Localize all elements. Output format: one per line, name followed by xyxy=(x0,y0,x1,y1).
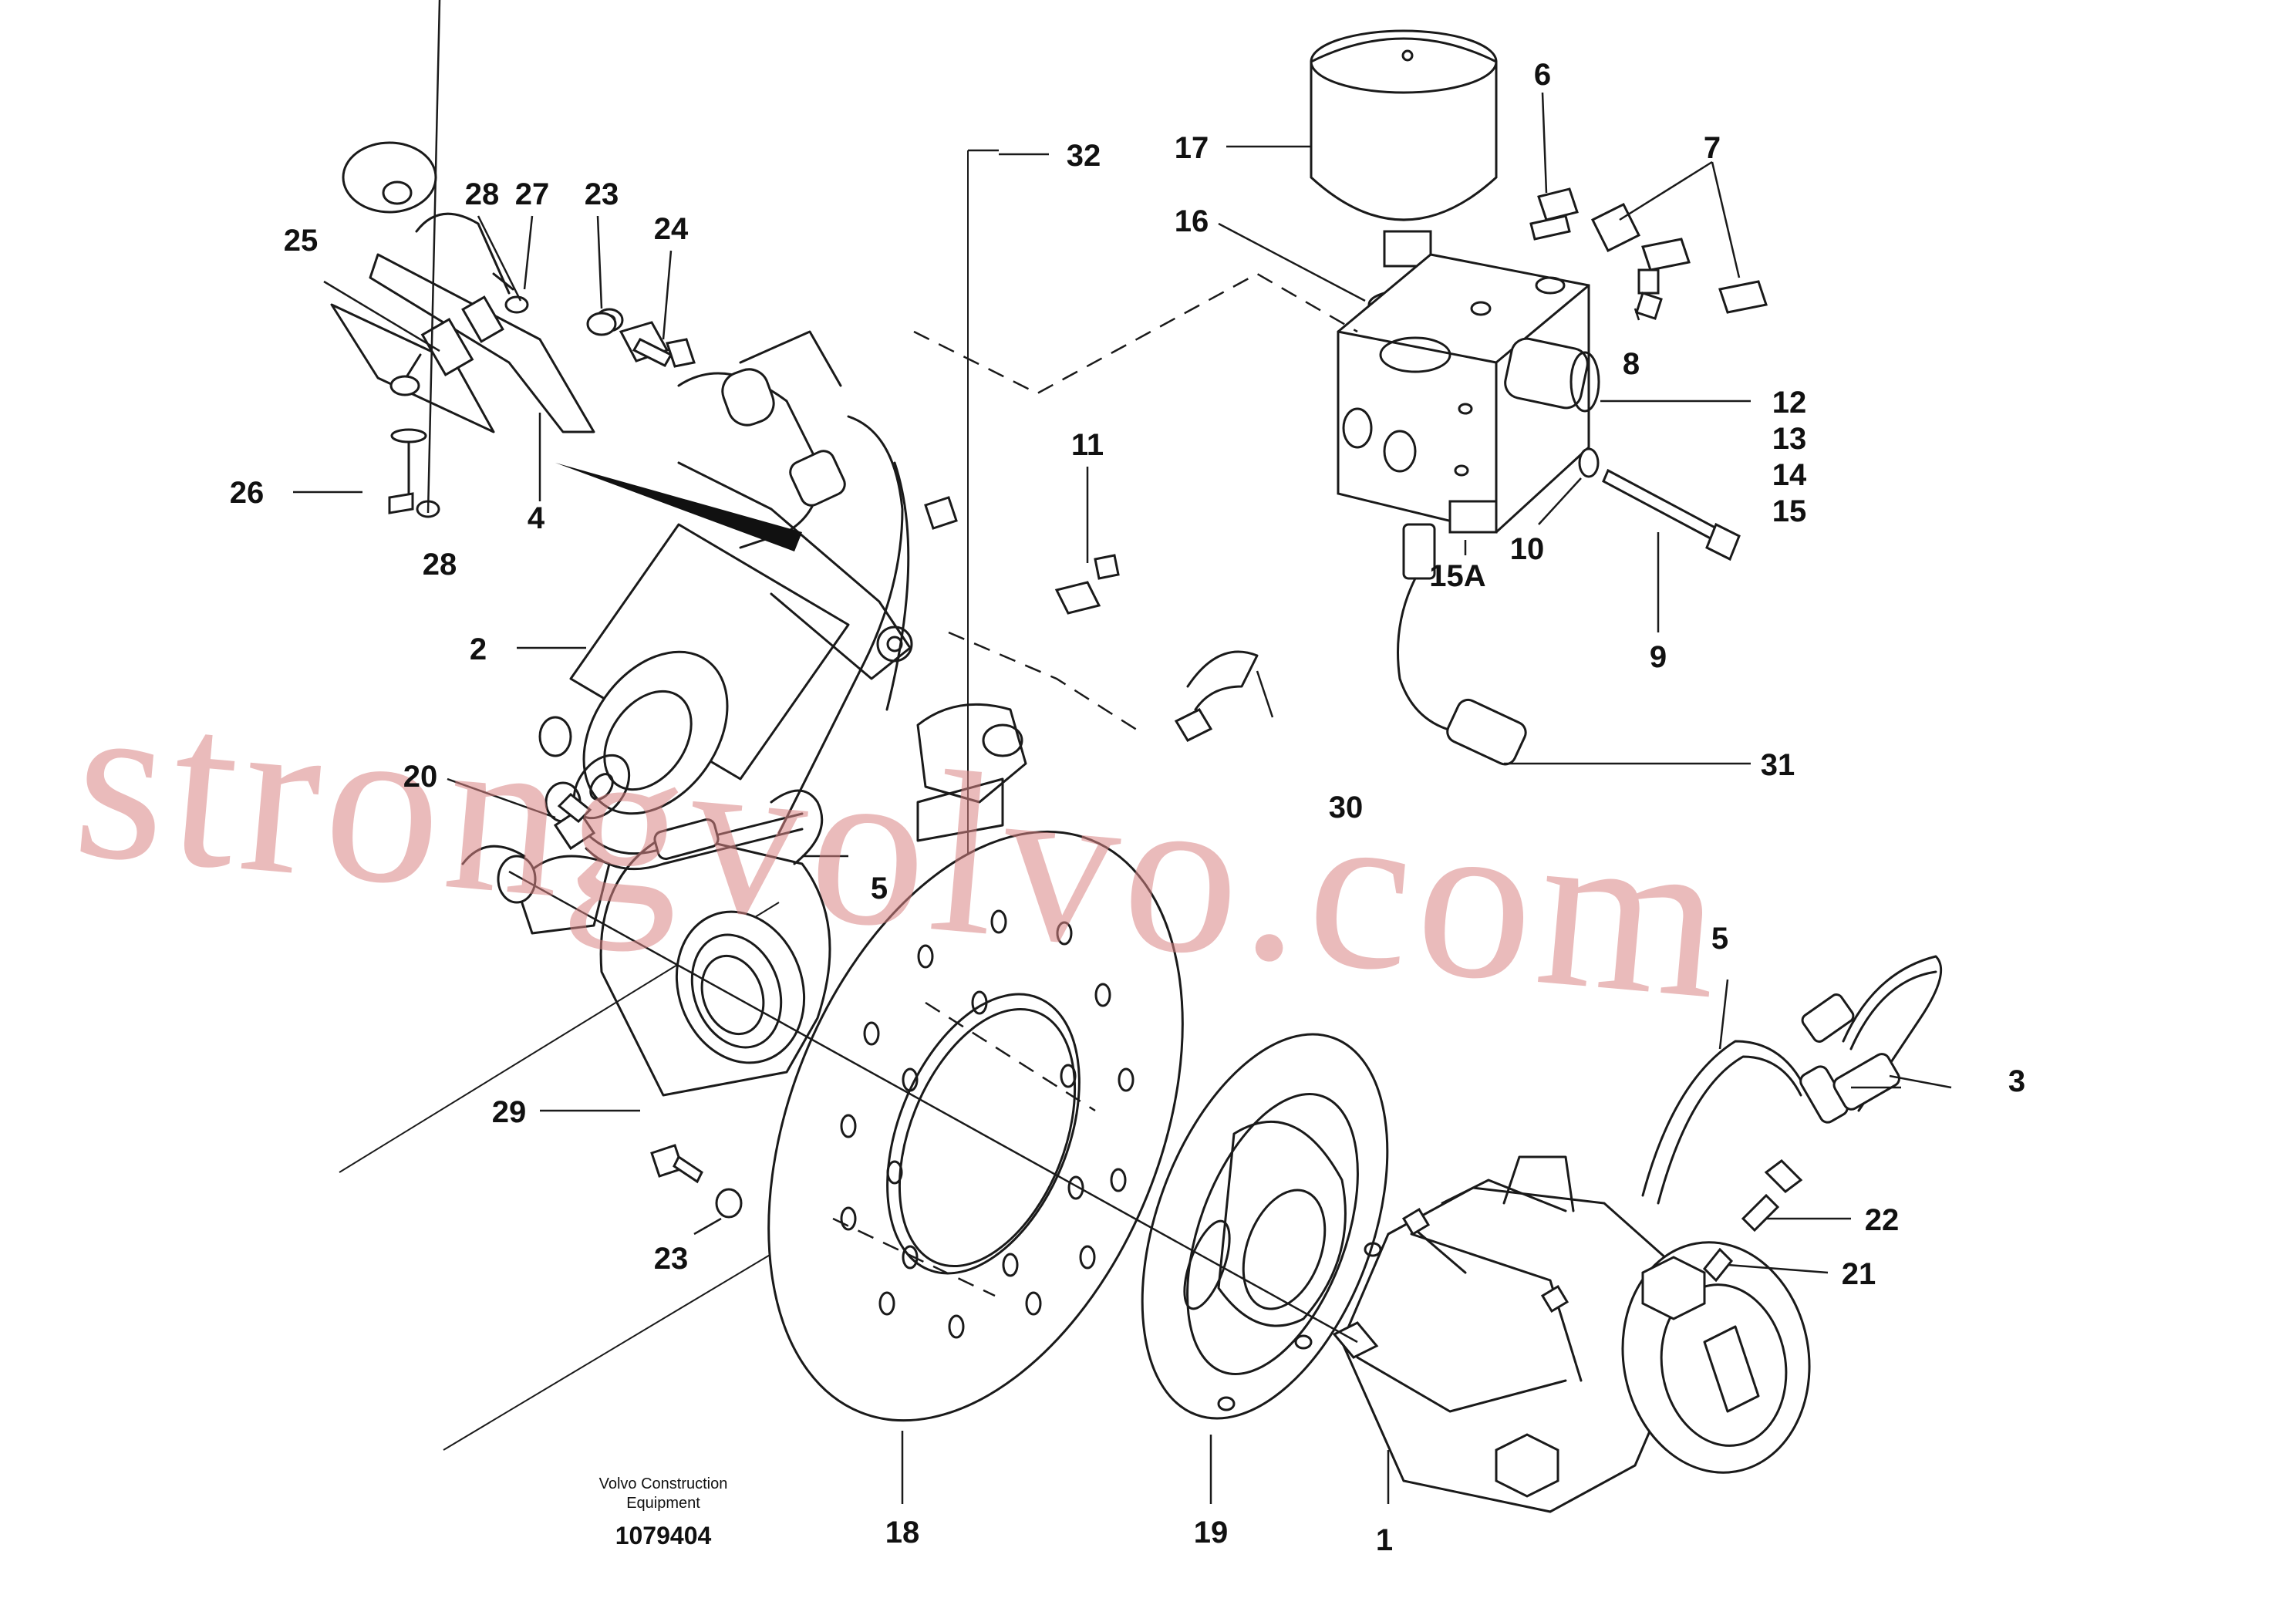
dashed-line-30 xyxy=(948,631,1142,734)
company-line-2: Equipment xyxy=(626,1495,700,1512)
dashed-axis-line xyxy=(925,1001,1096,1112)
hose-actuator xyxy=(553,789,824,871)
label-part-15A: 15A xyxy=(1429,559,1485,593)
label-part-10: 10 xyxy=(1510,532,1545,566)
label-part-30: 30 xyxy=(1329,791,1364,824)
frame-base-line xyxy=(443,1249,780,1451)
dashed-hydraulic-line xyxy=(913,272,1358,395)
label-part-28-upper: 28 xyxy=(465,177,500,211)
label-part-13: 13 xyxy=(1772,422,1807,456)
label-part-25: 25 xyxy=(284,224,319,258)
label-part-23-upper: 23 xyxy=(585,177,619,211)
label-part-5-right: 5 xyxy=(1711,922,1728,956)
leader-lines xyxy=(293,0,1952,1504)
label-part-8: 8 xyxy=(1623,347,1640,381)
part-labels: 1 2 3 4 5 5 6 7 8 9 10 11 12 13 14 15 15… xyxy=(230,58,2025,1557)
label-part-5-actuator: 5 xyxy=(871,872,888,905)
pointer-arrow xyxy=(555,463,802,551)
label-part-12: 12 xyxy=(1772,386,1807,420)
document-number: 1079404 xyxy=(615,1522,712,1549)
label-part-3: 3 xyxy=(2008,1064,2025,1098)
label-part-20: 20 xyxy=(403,760,438,794)
brake-caliper xyxy=(1332,1155,1811,1513)
label-part-22: 22 xyxy=(1865,1203,1900,1237)
label-part-6: 6 xyxy=(1534,58,1551,92)
label-part-28-lower: 28 xyxy=(423,548,457,582)
label-part-4: 4 xyxy=(528,501,545,535)
company-line-1: Volvo Construction xyxy=(599,1475,728,1492)
label-part-18: 18 xyxy=(885,1516,920,1549)
label-part-23-lower: 23 xyxy=(654,1242,689,1276)
label-part-31: 31 xyxy=(1761,748,1795,782)
disc-bolt-holes xyxy=(840,909,1135,1339)
label-part-24: 24 xyxy=(654,212,689,246)
small-fasteners xyxy=(388,312,1259,1219)
hub-flange xyxy=(1141,1033,1389,1420)
dashed-projection-line xyxy=(832,1217,996,1297)
label-part-29: 29 xyxy=(492,1095,527,1129)
brake-disc xyxy=(767,830,1184,1422)
label-part-19: 19 xyxy=(1194,1516,1229,1549)
label-part-1: 1 xyxy=(1376,1523,1393,1557)
label-part-32: 32 xyxy=(1067,139,1101,173)
label-part-15: 15 xyxy=(1772,494,1807,528)
label-part-27: 27 xyxy=(515,177,550,211)
label-part-26: 26 xyxy=(230,476,265,510)
label-part-14: 14 xyxy=(1772,458,1807,492)
label-part-11: 11 xyxy=(1071,428,1104,462)
right-hose-and-sensor xyxy=(1641,955,1943,1283)
label-part-17: 17 xyxy=(1175,131,1209,165)
label-part-21: 21 xyxy=(1842,1257,1876,1291)
mount-bearing-assembly xyxy=(461,831,831,1097)
label-part-2: 2 xyxy=(470,632,487,666)
brake-actuator-assembly xyxy=(538,330,1027,842)
footer-credit: Volvo Construction Equipment 1079404 xyxy=(599,1475,728,1549)
label-part-9: 9 xyxy=(1650,640,1667,674)
label-part-7: 7 xyxy=(1704,131,1721,165)
axis-centre-line xyxy=(508,870,1358,1344)
label-part-16: 16 xyxy=(1175,204,1209,238)
valve-block-assembly xyxy=(1310,29,1768,766)
